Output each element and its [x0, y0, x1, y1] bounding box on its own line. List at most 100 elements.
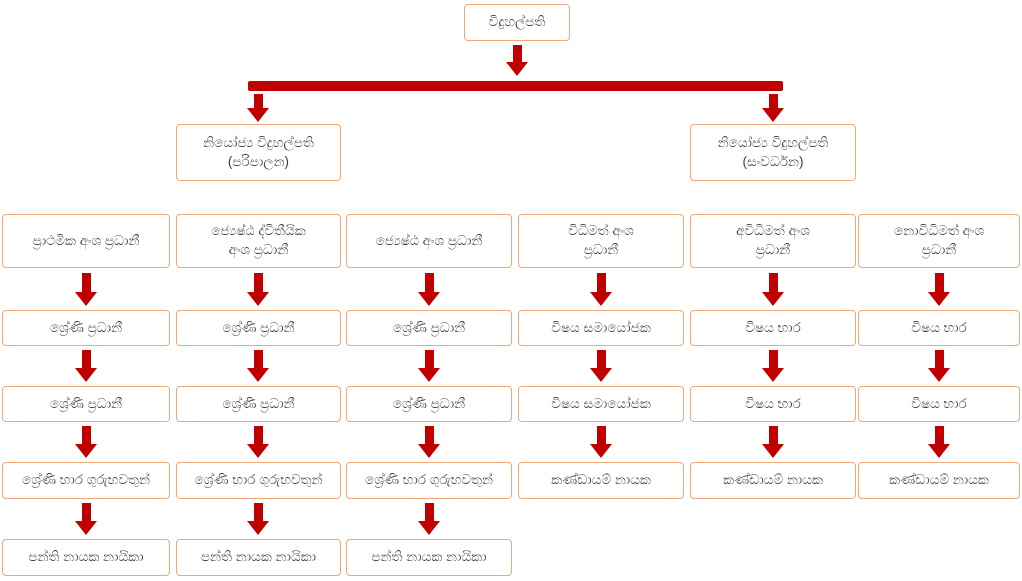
org-box-deputy-admin: නියෝජ්‍ය විදුහල්පති (පරිපාලන)	[176, 124, 341, 181]
org-box-col5-level0: විෂය භාර	[858, 310, 1020, 346]
org-box-deputy-development: නියෝජ්‍ය විදුහල්පති (සංවර්ධන)	[690, 124, 856, 181]
org-box-col4-level2: කණ්ඩායම් නායක	[690, 462, 856, 499]
org-box-col4-level0: විෂය භාර	[690, 310, 856, 346]
down-arrow	[75, 273, 97, 306]
org-box-col2-level0: ශ්‍රේණි ප්‍රධානී	[346, 310, 512, 346]
down-arrow	[247, 350, 269, 382]
arrow-stem	[81, 350, 91, 368]
arrow-stem	[81, 273, 91, 292]
down-arrow	[590, 426, 612, 458]
org-box-col5-level1: විෂය භාර	[858, 386, 1020, 422]
deputy-title: නියෝජ්‍ය විදුහල්පති	[717, 134, 829, 150]
arrow-head	[762, 292, 784, 306]
arrow-head	[928, 444, 950, 458]
arrow-head	[247, 108, 269, 122]
down-arrow	[75, 350, 97, 382]
org-box-col4-head: අවිධිමත් අංශ ප්‍රධානී	[690, 214, 856, 268]
arrow-head	[75, 444, 97, 458]
down-arrow-branch-right	[762, 94, 784, 122]
org-box-col1-level3: පන්ති නායක නායිකා	[176, 539, 341, 576]
arrow-stem	[934, 426, 944, 444]
org-box-col0-level1: ශ්‍රේණි ප්‍රධානී	[2, 386, 170, 422]
org-box-principal: විදුහල්පති	[464, 4, 570, 41]
arrow-head	[75, 292, 97, 306]
arrow-head	[247, 521, 269, 535]
arrow-head	[762, 108, 784, 122]
arrow-stem	[768, 94, 778, 108]
arrow-head	[762, 368, 784, 382]
deputy-subtitle: (සංවර්ධන)	[742, 153, 804, 169]
arrow-head	[75, 521, 97, 535]
arrow-stem	[253, 273, 263, 292]
down-arrow	[247, 503, 269, 535]
arrow-head	[928, 368, 950, 382]
connector-bar	[248, 81, 783, 91]
org-box-col3-head: විධිමත් අංශ ප්‍රධානී	[518, 214, 684, 268]
org-box-col2-level3: පන්ති නායක නායිකා	[346, 539, 512, 576]
arrow-stem	[253, 503, 263, 521]
arrow-stem	[253, 350, 263, 368]
arrow-stem	[768, 426, 778, 444]
down-arrow	[418, 350, 440, 382]
arrow-stem	[934, 273, 944, 292]
arrow-stem	[424, 273, 434, 292]
down-arrow	[762, 350, 784, 382]
deputy-title: නියෝජ්‍ය විදුහල්පති	[203, 134, 314, 150]
arrow-head	[418, 292, 440, 306]
down-arrow	[762, 426, 784, 458]
arrow-stem	[424, 350, 434, 368]
arrow-head	[247, 292, 269, 306]
arrow-head	[418, 368, 440, 382]
arrow-head	[418, 444, 440, 458]
arrow-head	[418, 521, 440, 535]
org-box-col3-level2: කණ්ඩායම් නායක	[518, 462, 684, 499]
down-arrow	[247, 426, 269, 458]
arrow-stem	[253, 94, 263, 108]
down-arrow	[762, 273, 784, 306]
org-box-col2-level2: ශ්‍රේණි භාර ගුරුභවතුන්	[346, 462, 512, 499]
org-box-col5-head: නොවිධිමත් අංශ ප්‍රධානී	[858, 214, 1020, 268]
down-arrow	[928, 426, 950, 458]
down-arrow	[75, 426, 97, 458]
org-box-col1-level2: ශ්‍රේණි භාර ගුරුභවතුන්	[176, 462, 341, 499]
arrow-stem	[596, 426, 606, 444]
arrow-head	[590, 444, 612, 458]
arrow-stem	[81, 426, 91, 444]
org-box-col0-head: ප්‍රාථමික අංශ ප්‍රධානී	[2, 214, 170, 268]
org-box-col0-level2: ශ්‍රේණි භාර ගුරුභවතුන්	[2, 462, 170, 499]
org-box-col4-level1: විෂය භාර	[690, 386, 856, 422]
down-arrow	[75, 503, 97, 535]
down-arrow-branch-left	[247, 94, 269, 122]
arrow-stem	[81, 503, 91, 521]
arrow-stem	[512, 45, 522, 62]
down-arrow	[928, 350, 950, 382]
org-box-col2-level1: ශ්‍රේණි ප්‍රධානී	[346, 386, 512, 422]
arrow-stem	[934, 350, 944, 368]
arrow-stem	[424, 426, 434, 444]
arrow-stem	[424, 503, 434, 521]
arrow-head	[762, 444, 784, 458]
arrow-head	[506, 62, 528, 76]
arrow-head	[590, 292, 612, 306]
org-box-col5-level2: කණ්ඩායම් නායක	[858, 462, 1020, 499]
arrow-stem	[768, 350, 778, 368]
down-arrow	[418, 273, 440, 306]
org-box-col2-head: ජ්‍යෙෂ්ඨ අංශ ප්‍රධානී	[346, 214, 512, 268]
org-box-col0-level3: පන්ති නායක නායිකා	[2, 539, 170, 576]
org-box-col3-level1: විෂය සමායෝජක	[518, 386, 684, 422]
arrow-stem	[768, 273, 778, 292]
arrow-head	[590, 368, 612, 382]
down-arrow	[418, 503, 440, 535]
down-arrow	[928, 273, 950, 306]
arrow-head	[75, 368, 97, 382]
org-box-col1-level1: ශ්‍රේණි ප්‍රධානී	[176, 386, 341, 422]
arrow-stem	[253, 426, 263, 444]
down-arrow	[590, 350, 612, 382]
down-arrow	[247, 273, 269, 306]
arrow-stem	[596, 273, 606, 292]
arrow-stem	[596, 350, 606, 368]
org-box-col1-head: ජ්‍යෙෂ්ඨ ද්විතීයික අංශ ප්‍රධානී	[176, 214, 341, 268]
arrow-head	[928, 292, 950, 306]
org-box-col1-level0: ශ්‍රේණි ප්‍රධානී	[176, 310, 341, 346]
